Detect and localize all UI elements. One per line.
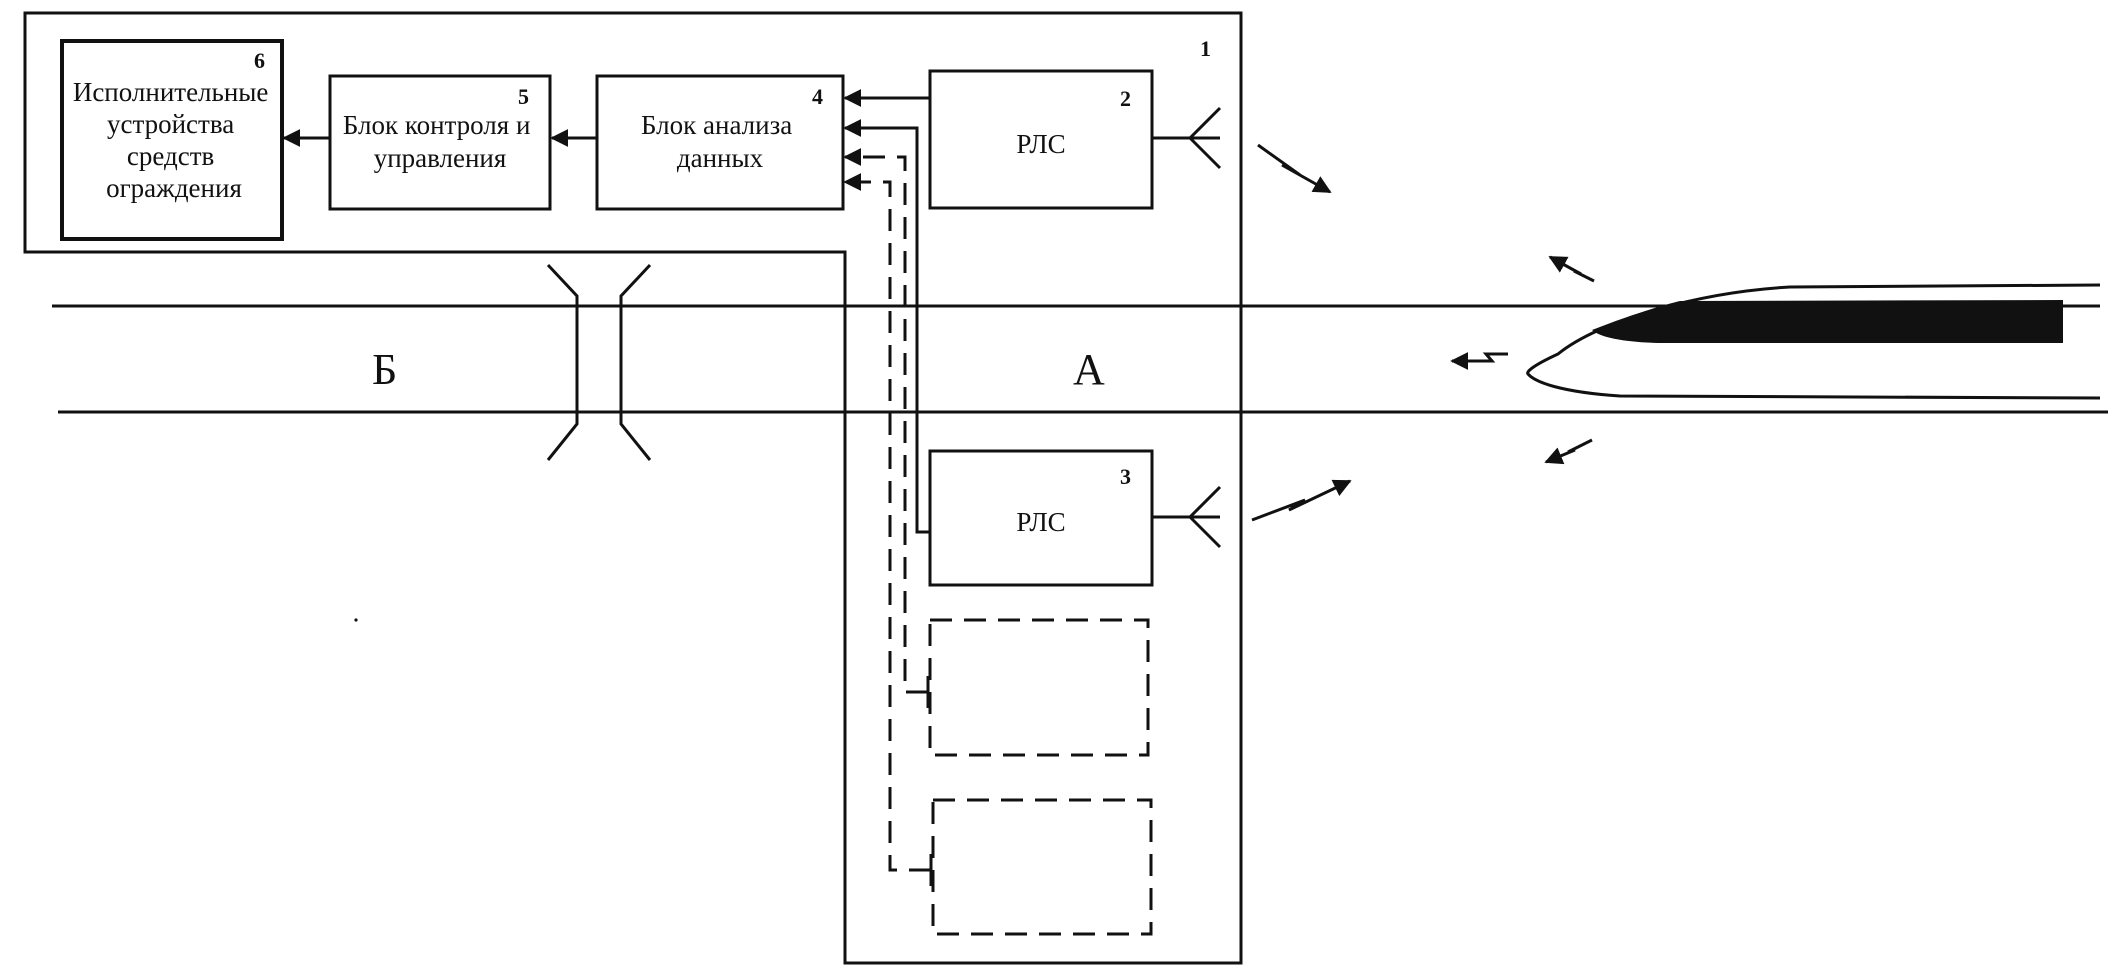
analysis-block: [595, 74, 845, 211]
radar-bottom-to-analysis-link: [843, 119, 930, 534]
barrier-right-flap: [619, 263, 652, 461]
radar-top-antenna: [1152, 106, 1222, 170]
control-block: [328, 74, 552, 211]
vehicle-outline: [1526, 283, 2101, 400]
vehicle-dark-band: [1592, 300, 2063, 343]
radar-bottom-antenna: [1152, 485, 1222, 549]
vehicle-signal-down: [1544, 438, 1593, 465]
actuators-number: 6: [254, 48, 265, 73]
optional-radar-block-1: [928, 618, 1150, 757]
actuators-label: Исполнительные устройства средств огражд…: [73, 77, 275, 203]
radio-wave-bottom: [1251, 479, 1352, 522]
system-boundary: [23, 11, 1243, 965]
system-number: 1: [1200, 36, 1211, 61]
zone-left-label: Б: [372, 345, 397, 394]
radio-wave-top: [1257, 143, 1332, 194]
optional-radar-1-to-analysis-link: [843, 148, 928, 694]
radar-bottom-number: 3: [1120, 464, 1131, 489]
barrier-left-flap: [546, 263, 579, 461]
vehicle-signal-forward: [1450, 352, 1508, 370]
control-number: 5: [518, 84, 529, 109]
analysis-label: Блок анализа данных: [641, 110, 799, 173]
analysis-number: 4: [812, 84, 823, 109]
radar-top-number: 2: [1120, 86, 1131, 111]
optional-radar-block-2: [931, 798, 1153, 936]
optional-radar-2-to-analysis-link: [843, 173, 931, 872]
radar-bottom-label: РЛС: [1016, 507, 1065, 537]
stray-dot: [354, 618, 358, 622]
actuators-block: [60, 39, 284, 241]
radar-top-label: РЛС: [1016, 129, 1065, 159]
zone-right-label: А: [1073, 345, 1105, 394]
vehicle-signal-up: [1548, 255, 1595, 283]
control-label: Блок контроля и управления: [343, 110, 537, 173]
